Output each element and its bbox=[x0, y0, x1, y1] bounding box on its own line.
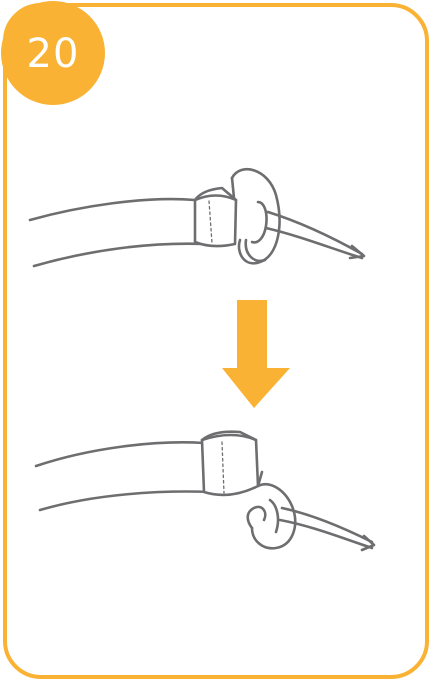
strap-and-clip-after-illustration bbox=[36, 432, 374, 550]
strap-and-clip-before-illustration bbox=[30, 169, 364, 266]
down-arrow-icon bbox=[222, 300, 290, 408]
